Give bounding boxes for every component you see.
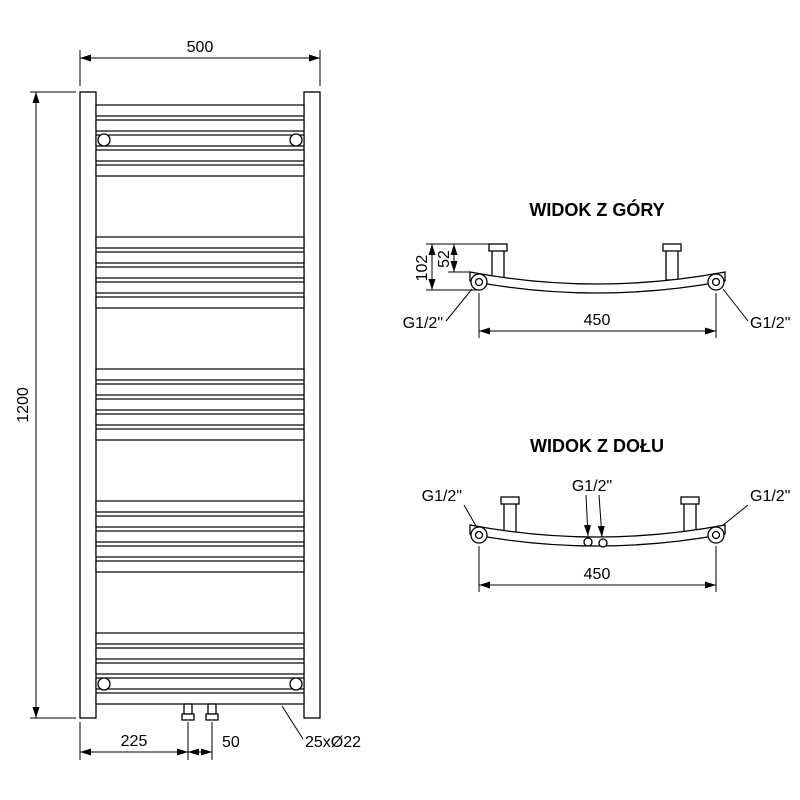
bottom-dimensions: 225 50	[79, 722, 240, 760]
radiator-tube	[95, 500, 305, 513]
radiator-tube	[95, 296, 305, 309]
radiator-tube	[95, 662, 305, 675]
left-collector	[79, 91, 97, 719]
top-span-label: 450	[584, 312, 611, 329]
fitting-flange	[205, 713, 219, 721]
mounting-bracket-top-left	[97, 133, 111, 147]
fitting-flange	[181, 713, 195, 721]
radiator-tube	[95, 398, 305, 411]
right-collector-fitting	[711, 277, 721, 287]
bottom-fitting-right	[205, 703, 219, 721]
radiator-tube	[95, 545, 305, 558]
radiator-tube	[95, 104, 305, 117]
radiator-tube	[95, 647, 305, 660]
radiator-tube	[95, 413, 305, 426]
radiator-tube	[95, 692, 305, 705]
depth-total-label: 102	[414, 255, 431, 282]
top-view-title: WIDOK Z GÓRY	[529, 199, 664, 220]
height-dimension: 1200	[15, 91, 76, 719]
bottom-center-fitting-label: G1/2"	[572, 478, 612, 495]
radiator-tube	[95, 515, 305, 528]
width-dimension-label: 500	[187, 39, 214, 56]
radiator-tube	[95, 677, 305, 690]
radiator-tube	[95, 428, 305, 441]
bracket-stem	[665, 249, 679, 281]
bracket-cap	[488, 243, 508, 252]
top-right-fitting-label: G1/2"	[750, 315, 790, 332]
mounting-bracket-top-right	[289, 133, 303, 147]
center-connection-right	[598, 538, 608, 548]
tubes-callout-label: 25xØ22	[305, 734, 361, 751]
bottom-spacing-label: 50	[222, 734, 240, 751]
left-collector-fitting	[474, 277, 484, 287]
bottom-fitting-callout-right: G1/2"	[721, 488, 790, 527]
top-left-fitting-label: G1/2"	[403, 315, 443, 332]
mounting-bracket-bottom-left	[97, 677, 111, 691]
radiator-tube	[95, 530, 305, 543]
bottom-offset-label: 225	[121, 733, 148, 750]
radiator-tube	[95, 560, 305, 573]
bottom-left-fitting-label: G1/2"	[422, 488, 462, 505]
bottom-view-bracket-left	[500, 496, 520, 536]
top-fitting-callout-right: G1/2"	[722, 288, 790, 332]
radiator-tube	[95, 632, 305, 645]
radiator-tube	[95, 251, 305, 264]
fitting-stem	[207, 703, 217, 715]
height-dimension-label: 1200	[15, 387, 32, 423]
top-span-dimension: 450	[478, 293, 717, 338]
bracket-cap	[500, 496, 520, 505]
bottom-span-label: 450	[584, 566, 611, 583]
tubes-callout: 25xØ22	[281, 705, 361, 751]
radiator-tube	[95, 281, 305, 294]
bottom-view: WIDOK Z DOŁU G1/2" G1/2"	[422, 436, 790, 592]
radiator-tube	[95, 368, 305, 381]
bottom-fitting-callout-left: G1/2"	[422, 488, 477, 527]
curved-tube-profile	[469, 271, 726, 294]
radiator-tube	[95, 119, 305, 132]
right-collector-fitting	[711, 530, 721, 540]
radiator-tube	[95, 383, 305, 396]
bottom-right-fitting-label: G1/2"	[750, 488, 790, 505]
top-fitting-callout-left: G1/2"	[403, 288, 473, 332]
right-collector	[303, 91, 321, 719]
top-view-bracket-left	[488, 243, 508, 281]
bottom-fitting-left	[181, 703, 195, 721]
bracket-cap	[662, 243, 682, 252]
radiator-tube	[95, 266, 305, 279]
depth-upper-label: 52	[436, 250, 453, 268]
bottom-fitting-callout-center: G1/2"	[572, 478, 612, 538]
bracket-cap	[680, 496, 700, 505]
width-dimension: 500	[79, 39, 321, 86]
left-collector-fitting	[474, 530, 484, 540]
bottom-span-dimension: 450	[478, 546, 717, 592]
mounting-bracket-bottom-right	[289, 677, 303, 691]
curved-tube-profile	[469, 524, 726, 547]
top-view: WIDOK Z GÓRY 102 52	[403, 199, 790, 338]
bottom-view-title: WIDOK Z DOŁU	[530, 436, 664, 456]
radiator-tube	[95, 164, 305, 177]
front-view: 500 1200 225 50 25xØ22	[15, 39, 361, 760]
radiator-tube	[95, 149, 305, 162]
radiator-tube	[95, 236, 305, 249]
center-connection-left	[583, 537, 593, 547]
tube-array	[95, 104, 305, 705]
depth-dimensions: 102 52	[414, 243, 489, 291]
top-view-bracket-right	[662, 243, 682, 281]
radiator-tube	[95, 134, 305, 147]
fitting-stem	[183, 703, 193, 715]
